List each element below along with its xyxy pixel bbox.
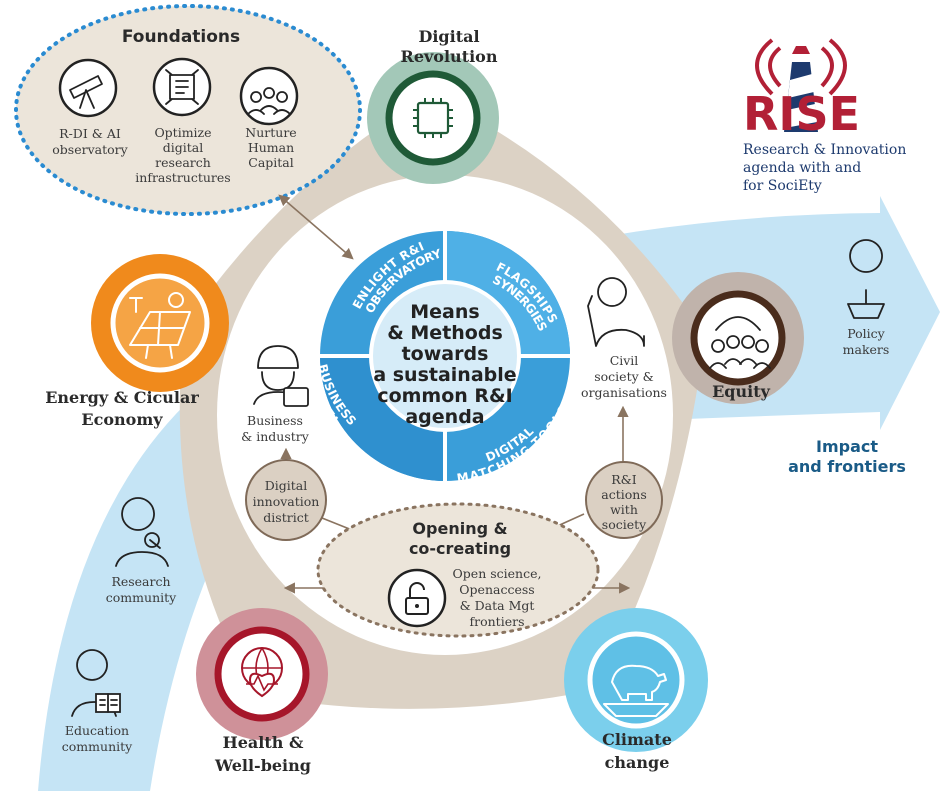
pillar-energy-label-2: Economy (81, 410, 163, 429)
opening-line-1: Open science, (453, 566, 542, 581)
actor-business: Business & industry (241, 345, 310, 444)
actions-2: actions (601, 487, 646, 502)
actor-policy-2: makers (843, 342, 890, 357)
actor-business-2: & industry (241, 429, 310, 444)
opening-line-4: frontiers (470, 614, 525, 629)
speaker-icon (847, 239, 885, 319)
foundation-label-2d: infrastructures (135, 170, 230, 185)
arrow-foundations-hub (278, 194, 354, 260)
actor-civil: Civil society & organisations (581, 277, 667, 400)
foundation-label-3b: Human (248, 140, 294, 155)
actor-education-2: community (62, 739, 133, 754)
logo-line-2: agenda with and (743, 160, 861, 176)
opening-title-1: Opening & (412, 519, 507, 538)
researcher-icon (115, 497, 169, 567)
actor-education-1: Education (65, 723, 129, 738)
logo-line-1: Research & Innovation (743, 142, 906, 158)
foundation-label-1b: observatory (52, 142, 128, 157)
opening-title-2: co-creating (409, 539, 511, 558)
pillar-health: Health & Well-being (196, 608, 328, 775)
district-3: district (263, 510, 308, 525)
hub-center-text: Means & Methods towards a sustainable co… (373, 301, 516, 428)
hub-line-5: common R&I (377, 385, 512, 407)
observatory-icon (58, 58, 118, 118)
actor-policy: Policy makers (843, 239, 890, 357)
polar-bear-icon (603, 664, 669, 717)
reader-icon (71, 649, 121, 717)
citizen-icon (587, 277, 645, 347)
actor-civil-3: organisations (581, 385, 667, 400)
opening-line-3: & Data Mgt (460, 598, 535, 613)
padlock-icon (387, 568, 447, 628)
actions-4: society (602, 517, 647, 532)
pillar-health-label-1: Health & (223, 733, 304, 752)
actor-education: Education community (62, 649, 133, 754)
actions-3: with (610, 502, 638, 517)
infrastructure-icon (152, 57, 212, 117)
foundations-title: Foundations (122, 27, 240, 47)
pillar-equity: Equity (672, 272, 804, 404)
logo-word: RISE (743, 87, 860, 141)
actor-policy-1: Policy (847, 326, 885, 341)
pillar-climate-label-1: Climate (602, 730, 672, 749)
impact-label-2: and frontiers (788, 457, 906, 476)
hub-line-1: Means (410, 301, 479, 323)
heart-globe-icon (241, 647, 283, 698)
district-1: Digital (265, 478, 308, 493)
opening-line-2: Openaccess (459, 582, 534, 597)
node-digital-innovation-district: Digital innovation district (245, 459, 327, 541)
foundation-label-2b: digital (163, 140, 203, 155)
actor-research: Research community (106, 497, 177, 605)
actions-1: R&I (611, 472, 637, 487)
hub-line-4: a sustainable (373, 364, 516, 386)
pillar-energy: Energy & Cicular Economy (45, 254, 229, 429)
pillar-digital-label-2: Revolution (401, 47, 498, 66)
hub-wheel (320, 231, 570, 481)
pillar-climate-label-2: change (605, 753, 670, 772)
pillar-climate: Climate change (564, 608, 708, 772)
community-globe-icon (709, 316, 771, 369)
actor-research-2: community (106, 590, 177, 605)
logo-line-3: for SociEty (743, 178, 822, 194)
actor-research-1: Research (111, 574, 170, 589)
foundation-label-3a: Nurture (245, 125, 296, 140)
opening-panel: Opening & co-creating Open science, Open… (316, 502, 600, 638)
foundation-label-2a: Optimize (154, 125, 211, 140)
lighthouse-icon (755, 38, 847, 132)
hub-line-6: agenda (405, 406, 484, 428)
pillar-digital-label-1: Digital (418, 27, 479, 46)
impact-label-1: Impact (816, 437, 878, 456)
node-ri-actions: R&I actions with society (585, 461, 663, 539)
foundation-label-3c: Capital (248, 155, 294, 170)
district-2: innovation (253, 494, 320, 509)
pillar-energy-label-1: Energy & Cicular (45, 388, 199, 407)
chip-icon (413, 98, 453, 138)
worker-icon (253, 345, 309, 407)
foundation-label-2c: research (155, 155, 211, 170)
actor-civil-2: society & (594, 369, 654, 384)
actor-business-1: Business (247, 413, 303, 428)
foundations-panel: Foundations R-DI & AI observatory Optimi… (14, 4, 362, 216)
actor-civil-1: Civil (610, 353, 639, 368)
hub-line-3: towards (402, 343, 489, 365)
solar-panel-icon (129, 292, 191, 359)
pillar-health-label-2: Well-being (214, 756, 311, 775)
rise-logo: RISE Research & Innovation agenda with a… (743, 38, 906, 194)
pillar-equity-label: Equity (712, 382, 770, 401)
human-capital-icon (239, 66, 299, 126)
foundation-label-1a: R-DI & AI (59, 126, 121, 141)
hub-line-2: & Methods (387, 322, 503, 344)
pillar-digital-revolution: Digital Revolution (367, 27, 499, 184)
